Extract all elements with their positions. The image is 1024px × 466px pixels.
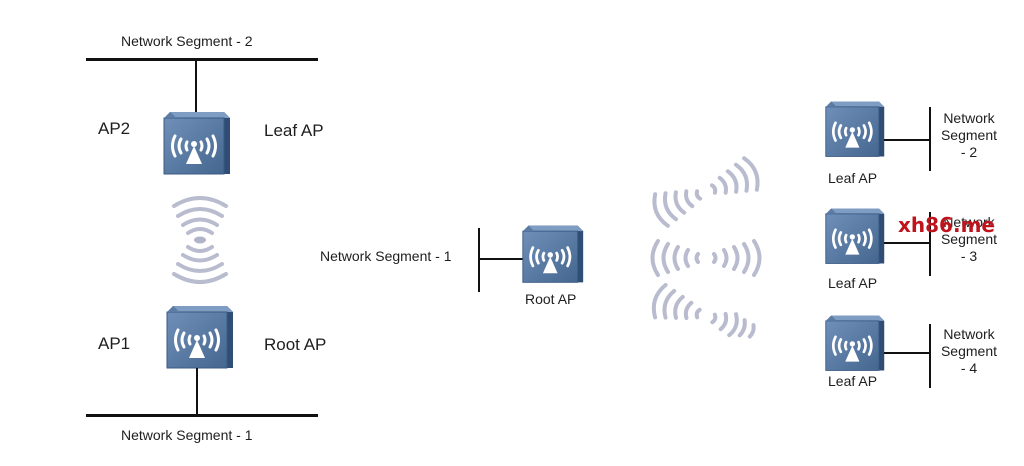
- leaf-segment-label: Network Segment - 4: [940, 326, 998, 376]
- leaf-ap-label: Leaf AP: [828, 275, 878, 291]
- leaf-link-line: [884, 139, 930, 141]
- leaf-segment-label: Network Segment - 3: [940, 214, 998, 264]
- root-link-line: [479, 258, 525, 260]
- watermark-text: xh86.me: [898, 213, 995, 237]
- root-ap-label: Root AP: [525, 291, 577, 307]
- wireless-ap-icon: [824, 312, 886, 374]
- leaf-segment-line: [929, 212, 931, 276]
- leaf-ap-label: Leaf AP: [828, 170, 878, 186]
- ap1-role: Root AP: [264, 335, 327, 354]
- leaf-link-line: [884, 352, 930, 354]
- leaf-ap-label: Leaf AP: [828, 373, 878, 389]
- wireless-signal-icon: [172, 196, 228, 284]
- wireless-ap-icon: [824, 98, 886, 160]
- ap1-name: AP1: [98, 334, 131, 353]
- wireless-ap-icon: [165, 302, 235, 372]
- wireless-ap-icon: [824, 205, 886, 267]
- link-line-ap1: [196, 368, 198, 416]
- link-line-ap2: [195, 60, 197, 112]
- network-segment-line-bottom: [86, 414, 318, 417]
- leaf-segment-line: [929, 324, 931, 388]
- leaf-segment-label: Network Segment - 2: [940, 110, 998, 160]
- leaf-segment-line: [929, 107, 931, 171]
- segment-label-bottom: Network Segment - 1: [121, 427, 253, 443]
- ap2-name: AP2: [98, 119, 131, 138]
- segment-label-top: Network Segment - 2: [121, 33, 253, 49]
- wireless-signal-icon: [650, 239, 762, 277]
- leaf-link-line: [884, 242, 930, 244]
- wireless-signal-icon: [652, 156, 760, 228]
- root-segment-label: Network Segment - 1: [320, 248, 452, 264]
- network-segment-line-top: [86, 58, 318, 61]
- wireless-signal-icon: [651, 282, 756, 339]
- root-segment-line: [478, 228, 480, 292]
- wireless-ap-icon: [521, 222, 585, 286]
- ap2-role: Leaf AP: [264, 121, 324, 140]
- wireless-signal-group: [650, 156, 762, 339]
- wireless-ap-icon: [162, 108, 232, 178]
